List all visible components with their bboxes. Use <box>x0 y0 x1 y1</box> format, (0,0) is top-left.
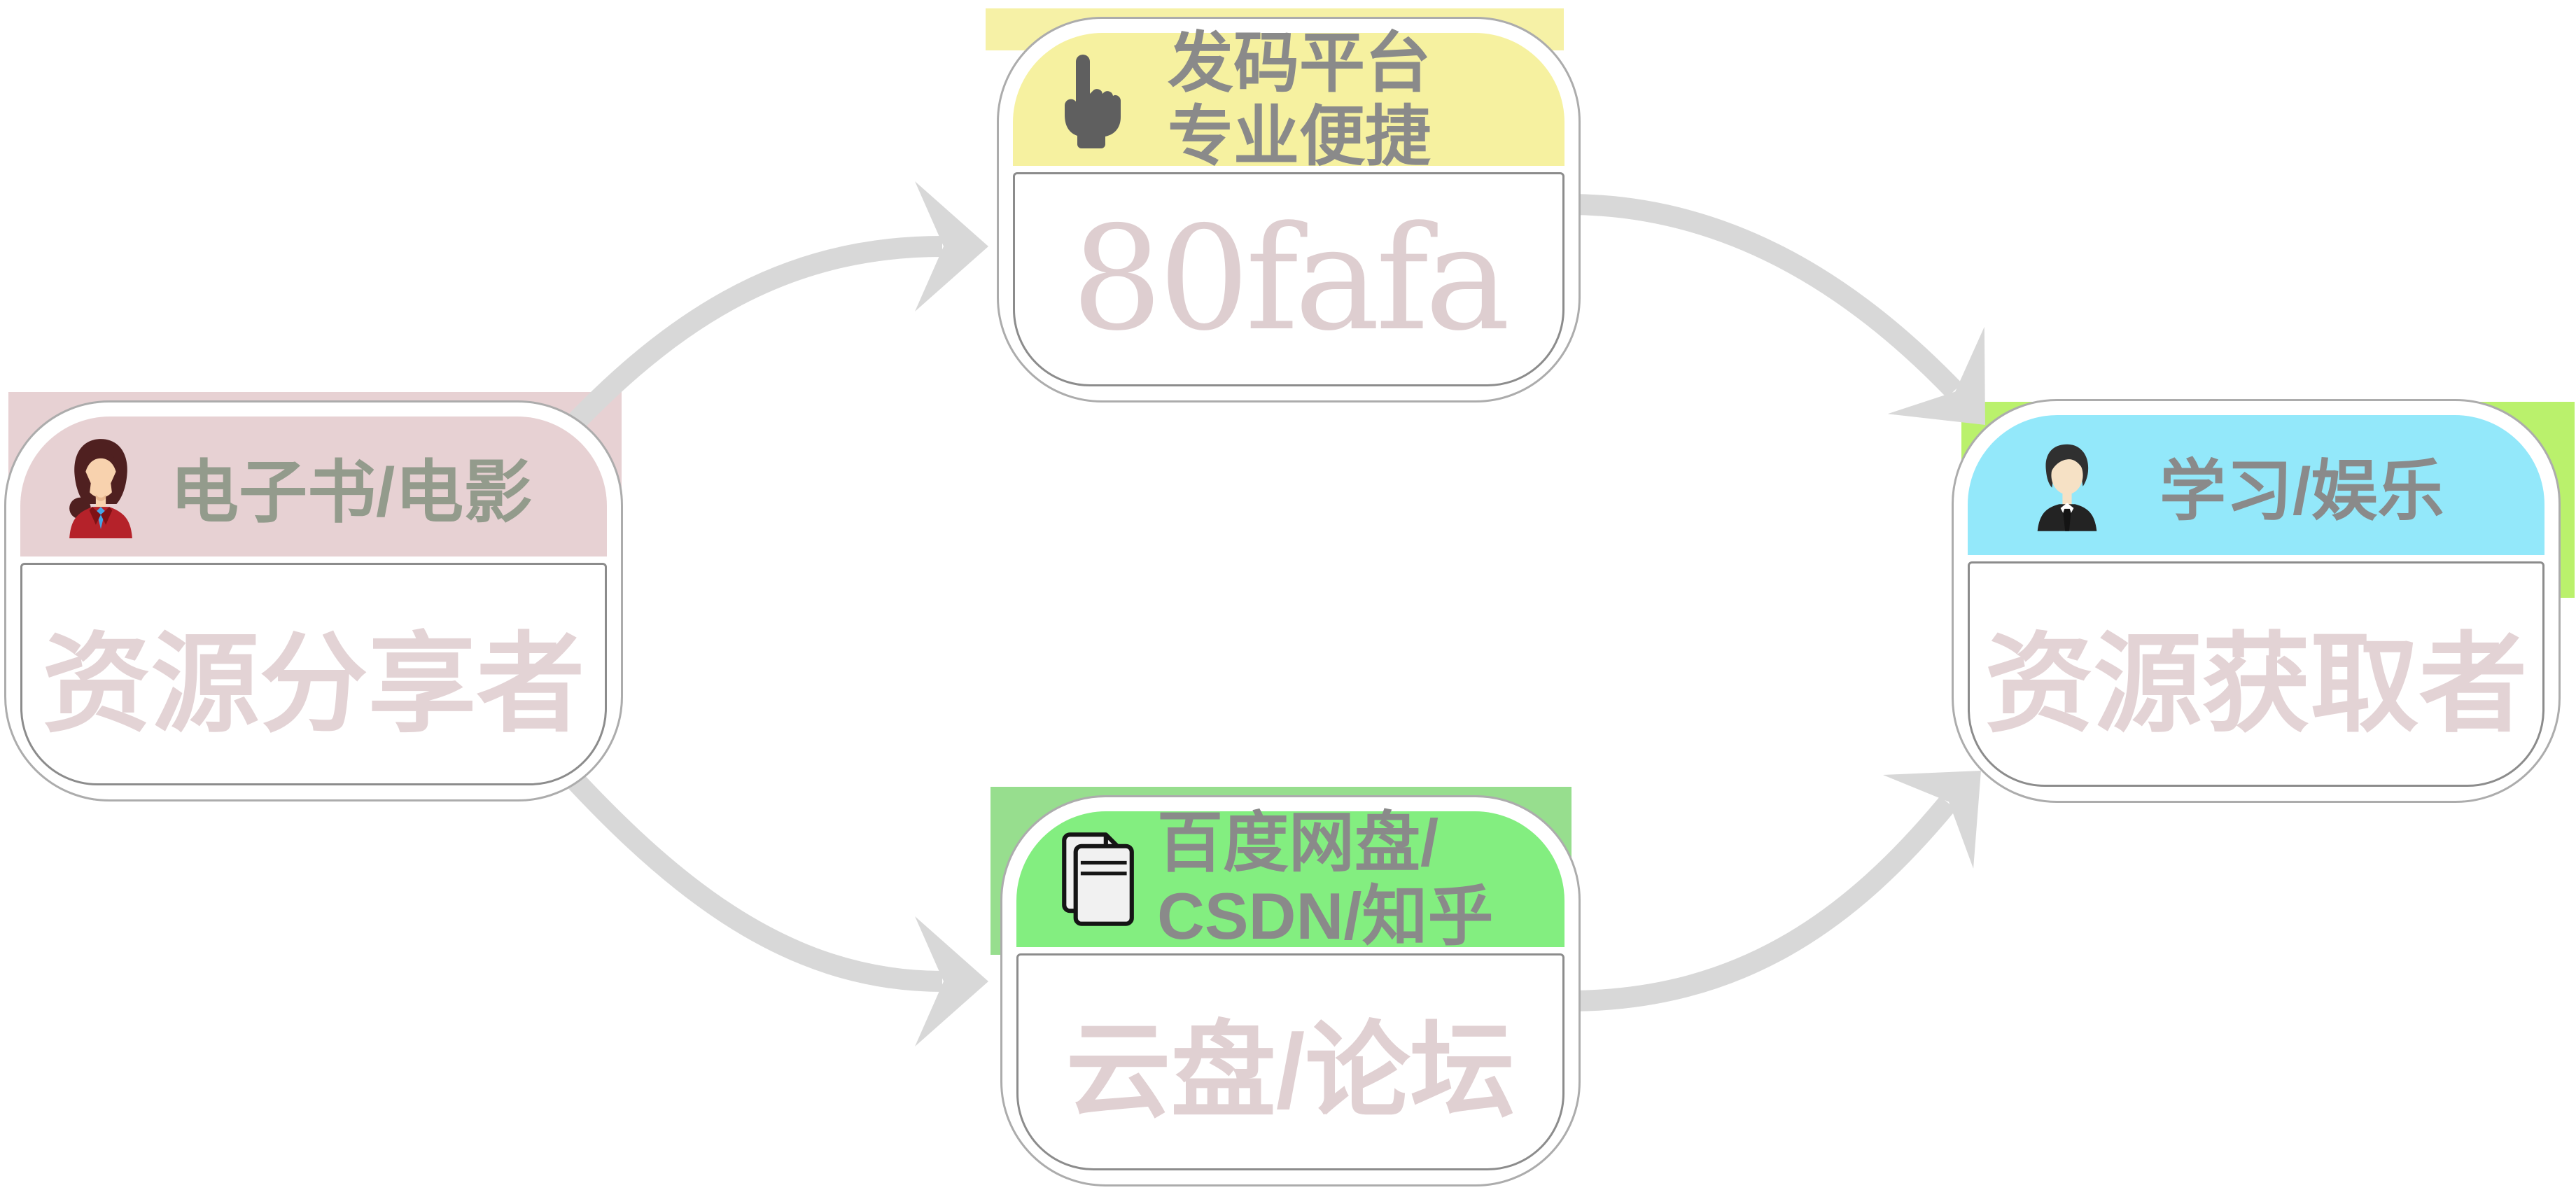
arrow-cloud-forum-to-getter <box>1567 771 1981 1011</box>
arrow-sharer-to-80fafa <box>531 181 988 469</box>
arrow-sharer-to-cloud-forum <box>531 734 988 1046</box>
arrow-80fafa-to-getter <box>1567 194 1985 425</box>
